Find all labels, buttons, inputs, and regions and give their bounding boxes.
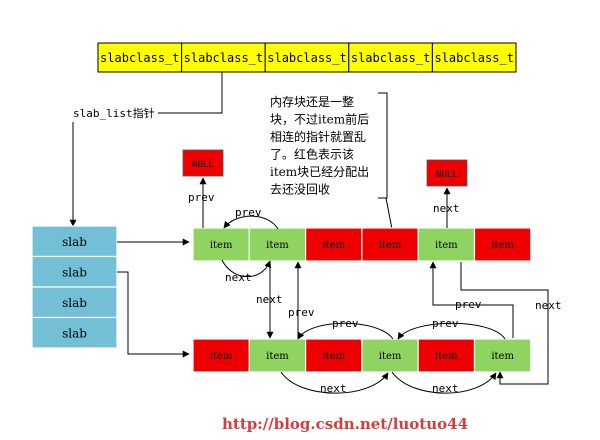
- slabclass-cell: slabclass_t: [264, 42, 350, 73]
- prev-null-label: prev: [188, 191, 215, 204]
- slabclass-cell: slabclass_t: [97, 42, 183, 73]
- item-cell-allocated: item: [473, 227, 532, 262]
- slabclass-label: slabclass_t: [100, 51, 179, 65]
- slabclass-cell: slabclass_t: [431, 42, 517, 73]
- slabclass-array: slabclass_t slabclass_t slabclass_t slabcla…: [97, 42, 517, 73]
- prev-row2-a-label: prev: [332, 317, 359, 330]
- item-cell-allocated: item: [305, 338, 363, 373]
- item-cell-free: item: [417, 227, 476, 262]
- item-cell-free: item: [361, 338, 419, 373]
- slab-label: slab: [62, 327, 87, 341]
- next-row2-b-curve: [391, 371, 497, 394]
- null-box-left: NULL: [182, 149, 224, 177]
- null-label-left: NULL: [192, 160, 214, 170]
- item-row-1: item item item item item item: [192, 227, 532, 262]
- next-right-label: next: [535, 299, 562, 312]
- annotation-line: 内存块还是一整: [270, 94, 354, 109]
- slabclass-to-label-line: [158, 72, 223, 114]
- item-label: item: [266, 351, 289, 362]
- annotation-pointer-line: [385, 197, 393, 230]
- slab-label: slab: [62, 266, 87, 280]
- item-label: item: [379, 351, 402, 362]
- annotation-line: 去还没回收: [270, 182, 330, 197]
- slab-cell: slab: [31, 316, 118, 349]
- item-label: item: [210, 351, 233, 362]
- watermark-url: http://blog.csdn.net/luotuo44: [222, 415, 468, 433]
- item-cell-free: item: [248, 227, 307, 262]
- item-cell-allocated: item: [417, 338, 476, 373]
- slab-cell: slab: [31, 286, 118, 319]
- prev-row2-a-curve: [297, 322, 394, 340]
- slab-cell: slab: [31, 255, 118, 288]
- slabclass-label: slabclass_t: [434, 51, 513, 65]
- annotation-line: 相连的指针就置乱: [270, 129, 366, 144]
- item-label: item: [491, 351, 514, 362]
- annotation-bracket: [378, 92, 388, 199]
- null-box-right: NULL: [426, 159, 468, 187]
- item-cell-free: item: [473, 338, 532, 373]
- prev-row1-curve: [223, 215, 279, 230]
- next-null-label: next: [433, 202, 460, 215]
- next-row1-label: next: [225, 271, 252, 284]
- next-row2-b-label: next: [432, 382, 459, 395]
- next-row2-a-curve: [280, 371, 389, 394]
- prev-mid-loop: [429, 261, 514, 338]
- prev-up-label: prev: [288, 306, 315, 319]
- item-label: item: [435, 240, 458, 251]
- item-label: item: [435, 351, 458, 362]
- slab-label: slab: [62, 296, 87, 310]
- item-cell-free: item: [192, 227, 250, 262]
- annotation-line: item块已经分配出: [270, 165, 369, 179]
- prev-mid-label: prev: [455, 298, 482, 311]
- annotation-line: 了。红色表示该: [270, 147, 354, 162]
- slab2-to-row2-arrow: [117, 271, 190, 358]
- slabclass-label: slabclass_t: [267, 51, 346, 65]
- item-row-2: item item item item item item: [192, 338, 532, 373]
- next-down-label: next: [256, 293, 283, 306]
- slab-label: slab: [62, 235, 87, 249]
- next-row1-curve: [221, 259, 272, 277]
- item-label: item: [491, 240, 514, 251]
- null-label-right: NULL: [436, 170, 458, 180]
- item-label: item: [210, 240, 233, 251]
- item-label: item: [379, 240, 402, 251]
- item-label: item: [322, 351, 345, 362]
- next-right-loop: [460, 262, 549, 385]
- slabclass-cell: slabclass_t: [348, 42, 433, 73]
- item-cell-allocated: item: [305, 227, 363, 262]
- next-row2-a-label: next: [320, 382, 347, 395]
- slab-list-label: slab_list指针: [73, 106, 155, 120]
- slabclass-label: slabclass_t: [184, 51, 263, 65]
- slab-cell: slab: [31, 225, 118, 258]
- item-cell-allocated: item: [192, 338, 250, 373]
- slab-column: slab slab slab slab: [31, 225, 118, 349]
- prev-row2-b-label: prev: [432, 317, 459, 330]
- item-cell-allocated: item: [361, 227, 419, 262]
- slabclass-cell: slabclass_t: [181, 42, 266, 73]
- prev-row2-b-curve: [397, 322, 506, 340]
- annotation-line: 块，不过item前后: [270, 112, 369, 127]
- item-label: item: [322, 240, 345, 251]
- prev-row1-label: prev: [235, 206, 262, 219]
- slabclass-label: slabclass_t: [351, 51, 430, 65]
- item-label: item: [266, 240, 289, 251]
- item-cell-free: item: [248, 338, 307, 373]
